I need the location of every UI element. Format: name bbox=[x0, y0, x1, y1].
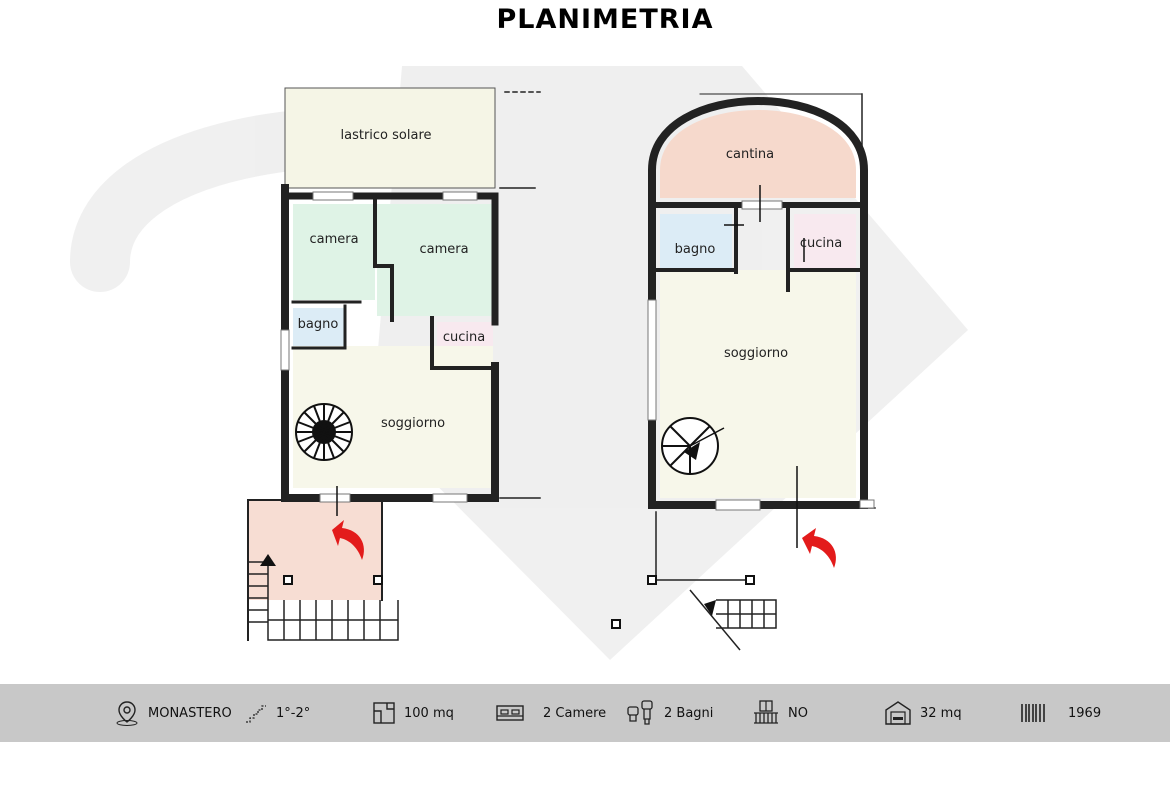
garage-icon bbox=[885, 701, 911, 725]
label-camera-2: camera bbox=[419, 242, 468, 257]
bed-icon bbox=[496, 705, 524, 721]
room-cantina bbox=[660, 110, 856, 198]
info-year: 1969 bbox=[1020, 684, 1101, 742]
info-bathrooms-value: 2 Bagni bbox=[664, 705, 714, 721]
spiral-staircase-2 bbox=[661, 417, 725, 475]
spiral-staircase bbox=[295, 403, 353, 461]
external-stairs-2 bbox=[689, 589, 777, 651]
external-stairs bbox=[248, 556, 399, 641]
toilet-icon bbox=[627, 700, 653, 725]
left-floor-plan bbox=[247, 87, 541, 641]
room-bagno bbox=[293, 308, 345, 346]
label-soggiorno: soggiorno bbox=[381, 416, 445, 431]
info-floors-value: 1°-2° bbox=[276, 705, 311, 721]
label-bagno-2: bagno bbox=[675, 242, 716, 257]
info-bar: MONASTERO 1°-2° 100 mq 2 Camere 2 Bagni … bbox=[0, 684, 1170, 742]
info-garage: 32 mq bbox=[884, 684, 962, 742]
info-bedrooms-value: 2 Camere bbox=[543, 705, 607, 721]
info-location-value: MONASTERO bbox=[148, 705, 232, 721]
info-year-value: 1969 bbox=[1068, 705, 1102, 721]
info-area-value: 100 mq bbox=[404, 705, 454, 721]
balcony-icon bbox=[754, 700, 778, 724]
info-garage-value: 32 mq bbox=[920, 705, 962, 721]
label-camera-1: camera bbox=[309, 232, 358, 247]
floor-plan: lastrico solare camera camera bagno cuci… bbox=[70, 66, 968, 660]
location-pin-icon bbox=[116, 701, 138, 726]
room-camera-2 bbox=[377, 204, 493, 316]
floor-plan-icon bbox=[373, 702, 395, 724]
label-bagno: bagno bbox=[298, 317, 339, 332]
stairs-icon bbox=[246, 705, 266, 723]
info-bathrooms: 2 Bagni bbox=[626, 684, 713, 742]
info-balcony-value: NO bbox=[788, 705, 808, 721]
info-floors: 1°-2° bbox=[244, 684, 310, 742]
label-soggiorno-2: soggiorno bbox=[724, 346, 788, 361]
info-area: 100 mq bbox=[372, 684, 454, 742]
label-cantina: cantina bbox=[726, 147, 774, 162]
info-bedrooms: 2 Camere bbox=[495, 684, 606, 742]
label-cucina: cucina bbox=[443, 330, 485, 345]
barcode-calendar-icon bbox=[1021, 704, 1045, 722]
entrance-arrow bbox=[332, 520, 364, 560]
room-camera-1 bbox=[293, 204, 375, 300]
right-floor-plan bbox=[611, 93, 876, 651]
room-bagno-2 bbox=[660, 214, 732, 268]
entrance-arrow-2 bbox=[802, 528, 836, 568]
info-location: MONASTERO bbox=[114, 684, 232, 742]
info-balcony: NO bbox=[752, 684, 808, 742]
label-cucina-2: cucina bbox=[800, 236, 842, 251]
label-lastrico-solare: lastrico solare bbox=[341, 128, 432, 143]
page-title: PLANIMETRIA bbox=[496, 4, 714, 35]
room-lastrico-solare bbox=[284, 87, 496, 189]
